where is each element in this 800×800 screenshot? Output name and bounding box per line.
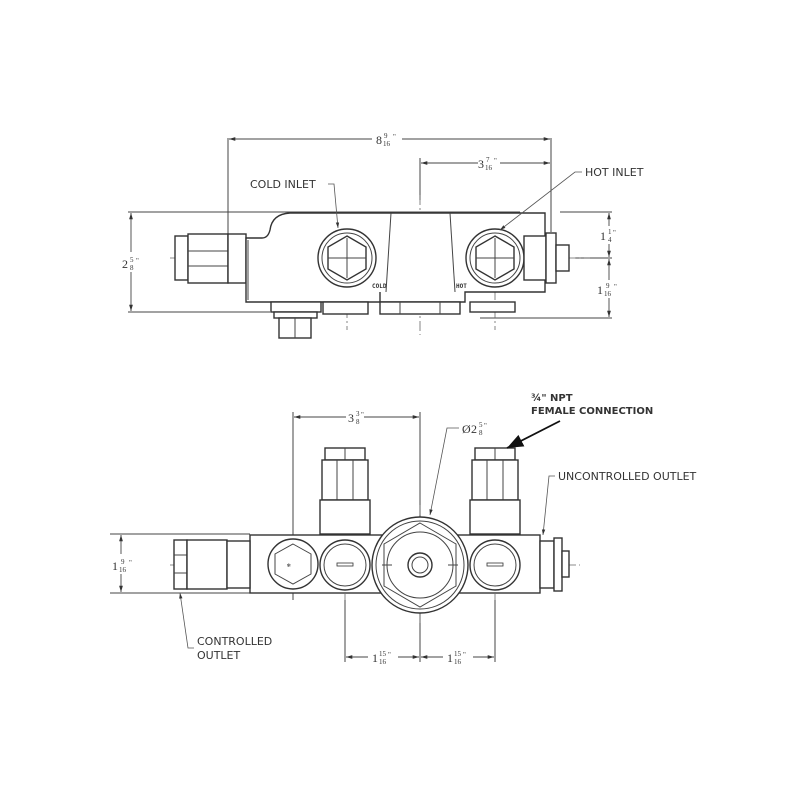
dim-left-offset: 1 15 16 "	[372, 650, 391, 666]
svg-text:7: 7	[486, 156, 490, 164]
dim-diameter: Ø 2 5 8 "	[462, 421, 487, 437]
svg-text:Ø: Ø	[462, 422, 471, 436]
controlled-outlet-leader	[179, 592, 194, 649]
cold-inlet-leader	[328, 183, 340, 229]
right-fitting-front	[539, 537, 570, 592]
svg-text:15: 15	[454, 650, 462, 658]
hot-stamp: HOT	[456, 283, 467, 290]
valve-body-top	[245, 212, 546, 303]
front-view: 3 3 8 " Ø 2 5 8 " 1 9 16 " 1 15 16	[110, 393, 697, 666]
dim-height-left-top: 2 5 8 "	[122, 256, 139, 272]
svg-text:3: 3	[356, 410, 360, 418]
svg-text:2: 2	[471, 422, 477, 436]
npt-arrow	[506, 420, 561, 449]
cold-stamp: COLD	[372, 283, 387, 290]
svg-text:5: 5	[130, 256, 134, 264]
svg-text:16: 16	[485, 164, 493, 172]
drain-nut-flange	[273, 311, 318, 319]
uncontrolled-outlet-label: UNCONTROLLED OUTLET	[558, 470, 697, 483]
svg-text:16: 16	[119, 566, 127, 574]
svg-text:1: 1	[597, 283, 603, 297]
hot-inlet-label: HOT INLET	[585, 166, 644, 179]
svg-text:": "	[393, 133, 396, 141]
cold-inlet-port	[317, 228, 377, 288]
svg-text:8: 8	[130, 264, 134, 272]
svg-text:2: 2	[122, 257, 128, 271]
cold-inlet-label: COLD INLET	[250, 178, 316, 191]
svg-text:5: 5	[479, 421, 483, 429]
mount-tab	[379, 301, 461, 315]
svg-text:¾" NPT: ¾" NPT	[531, 393, 573, 404]
dim-overall-length: 8 9 16 "	[376, 132, 396, 148]
left-port	[319, 539, 371, 591]
svg-text:15: 15	[379, 650, 387, 658]
svg-text:1: 1	[600, 229, 606, 243]
svg-text:8: 8	[479, 429, 483, 437]
drain-nut-base	[270, 301, 322, 313]
svg-text:": "	[136, 257, 139, 265]
dim-height-left-front: 1 9 16 "	[112, 558, 132, 574]
dim-lower-right: 1 9 16 "	[597, 282, 617, 298]
dim-right-offset: 1 15 16 "	[447, 650, 466, 666]
svg-text:": "	[614, 283, 617, 291]
uncontrolled-outlet-leader	[541, 475, 555, 536]
dim-port-spacing: 3 3 8 "	[348, 410, 364, 426]
svg-text:": "	[129, 559, 132, 567]
left-upright-fitting	[319, 447, 371, 535]
svg-text:4: 4	[608, 236, 612, 244]
svg-text:OUTLET: OUTLET	[197, 649, 241, 662]
svg-text:1: 1	[447, 651, 453, 665]
hex-plug: ✻	[267, 538, 319, 590]
svg-text:8: 8	[356, 418, 360, 426]
svg-text:9: 9	[121, 558, 125, 566]
svg-text:16: 16	[383, 140, 391, 148]
svg-text:16: 16	[454, 658, 462, 666]
svg-text:": "	[484, 422, 487, 430]
controlled-outlet-label: CONTROLLED OUTLET	[197, 635, 272, 662]
diameter-leader	[429, 427, 459, 516]
svg-text:1: 1	[608, 228, 612, 236]
svg-text:1: 1	[372, 651, 378, 665]
right-port	[469, 539, 521, 591]
svg-text:": "	[494, 157, 497, 165]
right-fitting-top	[523, 232, 570, 284]
center-cartridge	[371, 516, 469, 614]
svg-text:3: 3	[348, 411, 354, 425]
svg-text:3: 3	[478, 157, 484, 171]
svg-text:1: 1	[112, 559, 118, 573]
left-fitting-top	[174, 233, 247, 284]
svg-text:CONTROLLED: CONTROLLED	[197, 635, 272, 648]
svg-text:16: 16	[379, 658, 387, 666]
left-fitting-front	[173, 539, 251, 590]
dim-center-to-hot: 3 7 16 "	[478, 156, 497, 172]
svg-text:9: 9	[384, 132, 388, 140]
svg-text:": "	[463, 651, 466, 659]
svg-text:": "	[388, 651, 391, 659]
npt-label: ¾" NPT FEMALE CONNECTION	[531, 393, 653, 417]
dim-upper-right: 1 1 4 "	[600, 228, 616, 244]
hot-inlet-leader	[499, 171, 582, 231]
svg-text:": "	[613, 229, 616, 237]
svg-text:": "	[361, 411, 364, 419]
mount-tab	[322, 301, 369, 315]
mount-tab	[469, 301, 516, 313]
hot-inlet-port	[465, 228, 525, 288]
right-upright-fitting	[469, 447, 521, 535]
svg-text:FEMALE CONNECTION: FEMALE CONNECTION	[531, 406, 653, 417]
svg-text:8: 8	[376, 133, 382, 147]
top-view: 8 9 16 " 3 7 16 " 2 5 8 " 1 1 4	[122, 132, 644, 339]
plug-mark: ✻	[287, 562, 291, 569]
svg-text:9: 9	[606, 282, 610, 290]
svg-text:16: 16	[604, 290, 612, 298]
